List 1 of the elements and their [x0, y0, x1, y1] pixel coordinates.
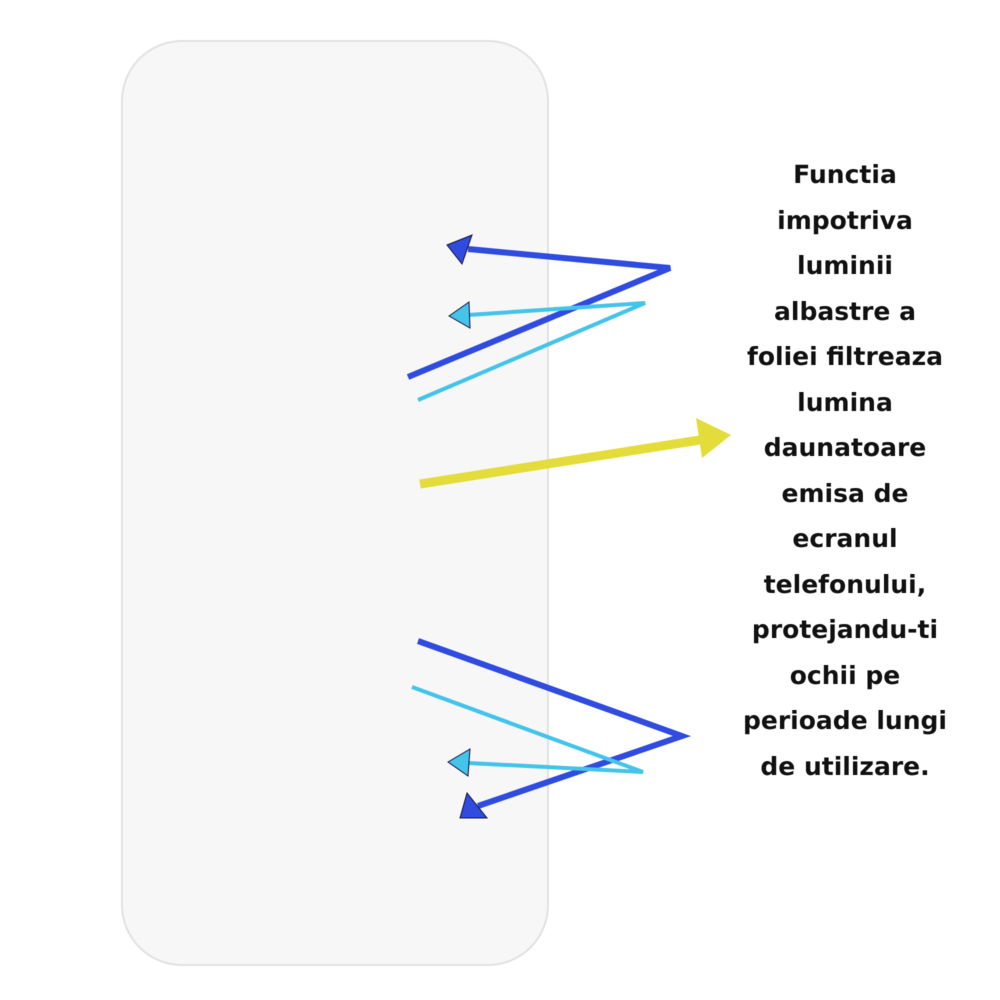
description-text: Functia impotriva luminii albastre a foliei filtreaza lumina daunatoare emisa de ecranul telefonului, protejandu-ti ochii pe perioade lungi de utilizare. — [742, 159, 948, 782]
